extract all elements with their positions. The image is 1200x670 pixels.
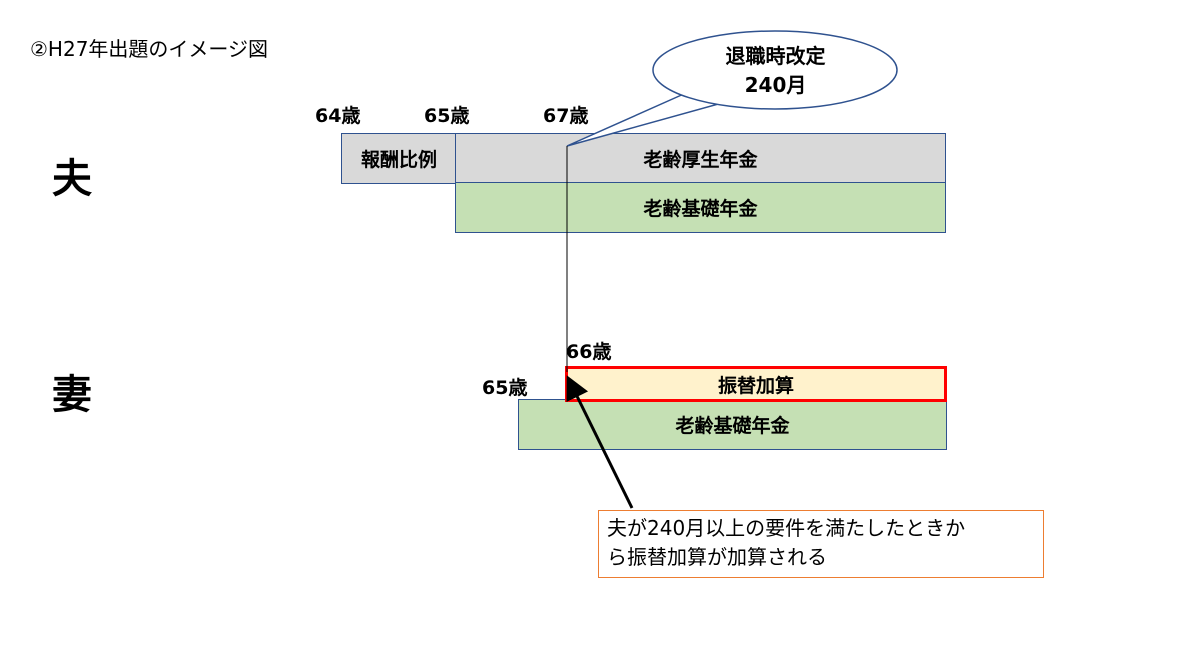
wife-label: 妻 — [52, 372, 92, 418]
wife-bar-rorei-kiso: 老齢基礎年金 — [518, 399, 947, 450]
husband-bar-rorei-kosei-label: 老齢厚生年金 — [643, 149, 758, 171]
speech-bubble-line-1: 退職時改定 — [725, 44, 826, 68]
husband-age-64: 64歳 — [315, 105, 361, 127]
wife-bar-furikae-kasan-label: 振替加算 — [717, 374, 794, 397]
husband-bar-hoshu-hirei: 報酬比例 — [341, 133, 457, 184]
explanation-callout: 夫が240月以上の要件を満たしたときか ら振替加算が加算される — [598, 510, 1044, 578]
callout-line-2: ら振替加算が加算される — [607, 545, 827, 569]
wife-age-66: 66歳 — [566, 341, 612, 363]
husband-bar-rorei-kiso-label: 老齢基礎年金 — [643, 198, 758, 220]
callout-line-1: 夫が240月以上の要件を満たしたときか — [607, 516, 966, 540]
speech-bubble-text: 退職時改定 240月 — [653, 42, 898, 100]
wife-bar-furikae-kasan: 振替加算 — [565, 366, 947, 402]
husband-label: 夫 — [52, 156, 92, 202]
husband-age-67: 67歳 — [543, 105, 589, 127]
husband-age-65: 65歳 — [424, 105, 470, 127]
wife-age-65: 65歳 — [482, 377, 528, 399]
husband-bar-rorei-kiso: 老齢基礎年金 — [455, 182, 946, 233]
speech-bubble-line-2: 240月 — [744, 73, 807, 97]
wife-bar-rorei-kiso-label: 老齢基礎年金 — [675, 415, 790, 437]
husband-bar-rorei-kosei: 老齢厚生年金 — [455, 133, 946, 184]
husband-bar-hoshu-hirei-label: 報酬比例 — [360, 149, 437, 171]
page-title: ②H27年出題のイメージ図 — [30, 37, 269, 61]
